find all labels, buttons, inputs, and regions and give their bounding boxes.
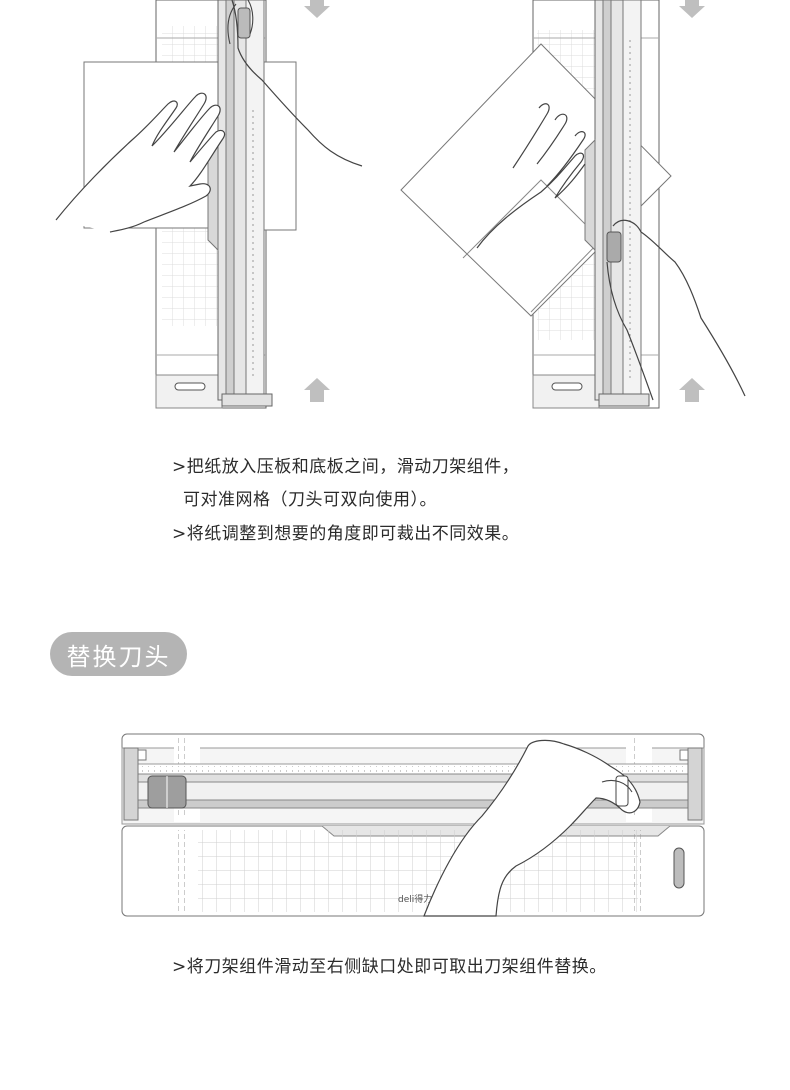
instruction-line-3: >将纸调整到想要的角度即可裁出不同效果。 <box>172 524 520 544</box>
arrow-down-icon <box>304 0 330 18</box>
brand-logo: deli得力 <box>398 893 432 905</box>
instruction-line-2: 可对准网格（刀头可双向使用）。 <box>183 490 437 510</box>
slot-handle <box>175 383 205 390</box>
illustration-replace-blade: deli得力 <box>118 730 708 920</box>
instruction-line-1: >把纸放入压板和底板之间，滑动刀架组件， <box>172 457 520 477</box>
slot-handle <box>552 383 582 390</box>
arrow-up-icon <box>679 378 705 402</box>
arrow-down-icon <box>679 0 705 18</box>
illustration-cutting-angled <box>395 0 755 412</box>
illustration-cutting-straight <box>40 0 380 412</box>
arrow-up-icon <box>304 378 330 402</box>
instruction-replace-blade: >将刀架组件滑动至右侧缺口处即可取出刀架组件替换。 <box>172 957 607 977</box>
section-title-replace-blade: 替换刀头 <box>50 632 187 676</box>
